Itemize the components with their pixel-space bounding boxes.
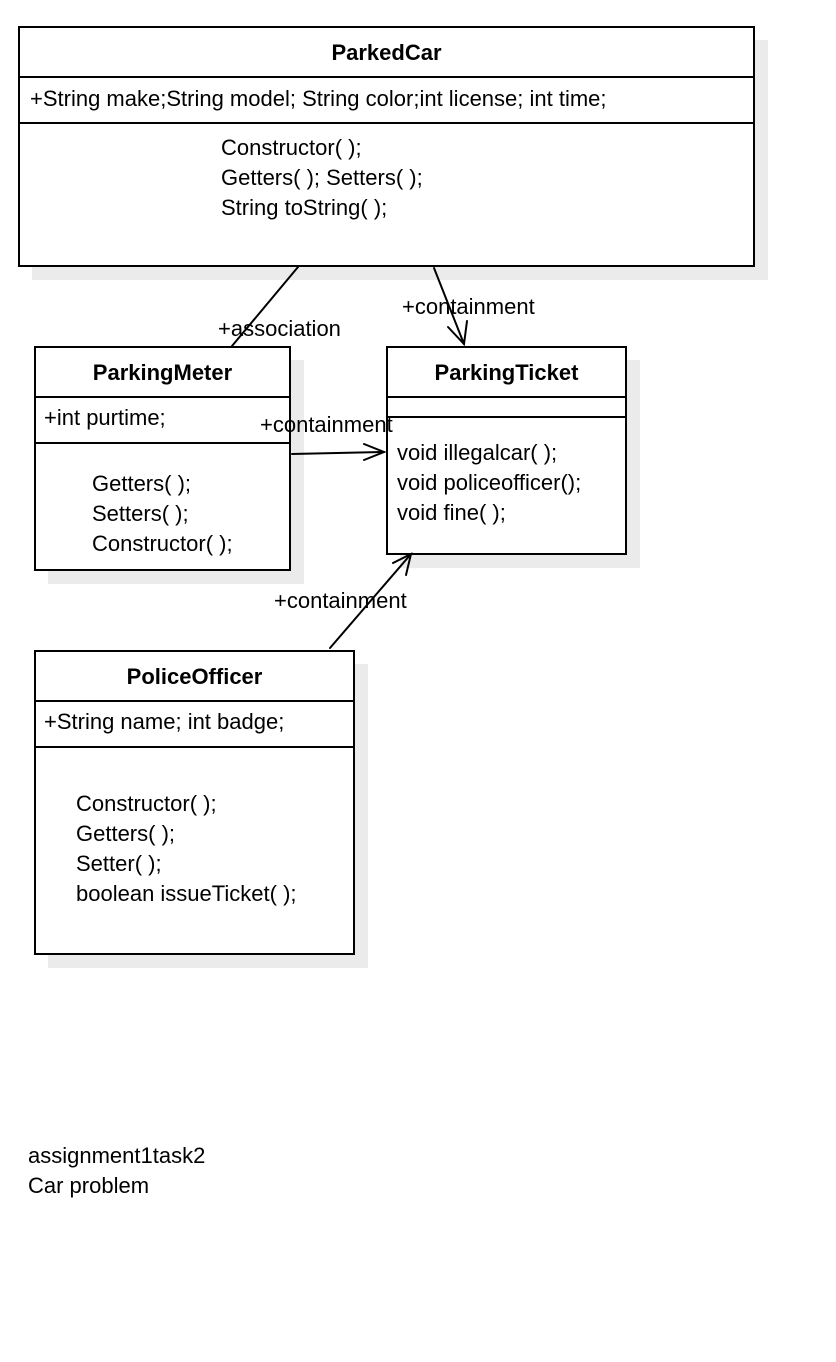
parking-ticket-operation: void policeofficer(); xyxy=(397,470,582,495)
parked-car-operation: Constructor( ); xyxy=(221,135,362,160)
police-officer-operation: Constructor( ); xyxy=(76,791,217,816)
police-officer-operation: Getters( ); xyxy=(76,821,176,846)
parked-car-operation: String toString( ); xyxy=(221,195,388,220)
label-car-meter-association: +association xyxy=(218,316,341,341)
containment-line-officer-ticket xyxy=(329,553,412,649)
parking-meter-attributes: +int purtime; xyxy=(44,405,166,430)
police-officer-separator-2 xyxy=(36,746,353,748)
police-officer-name: PoliceOfficer xyxy=(126,664,263,689)
parked-car-separator-1 xyxy=(20,76,753,78)
caption-line-2: Car problem xyxy=(28,1173,150,1198)
parking-ticket-operation: void fine( ); xyxy=(397,500,506,525)
police-officer-attributes: +String name; int badge; xyxy=(44,709,285,734)
parking-ticket-name: ParkingTicket xyxy=(434,360,579,385)
parked-car-attributes: +String make;String model; String color;… xyxy=(30,86,607,111)
parked-car-name: ParkedCar xyxy=(331,40,442,65)
label-car-ticket-containment: +containment xyxy=(402,294,535,319)
parked-car-separator-2 xyxy=(20,122,753,124)
class-parked-car[interactable]: ParkedCar +String make;String model; Str… xyxy=(18,26,755,267)
arrowhead-meter-ticket xyxy=(363,443,387,461)
parking-meter-operation: Getters( ); xyxy=(92,471,192,496)
label-meter-ticket-containment: +containment xyxy=(260,412,393,437)
parking-meter-separator-1 xyxy=(36,396,289,398)
police-officer-separator-1 xyxy=(36,700,353,702)
containment-line-car-ticket xyxy=(433,267,465,345)
parking-meter-separator-2 xyxy=(36,442,289,444)
police-officer-operation: Setter( ); xyxy=(76,851,162,876)
diagram-caption: assignment1task2 Car problem xyxy=(28,1141,205,1201)
containment-line-meter-ticket xyxy=(291,451,385,455)
parking-meter-operation: Constructor( ); xyxy=(92,531,233,556)
parking-ticket-operation: void illegalcar( ); xyxy=(397,440,558,465)
association-line-car-meter xyxy=(231,266,299,347)
parking-ticket-separator-2 xyxy=(388,416,625,418)
class-parking-meter[interactable]: ParkingMeter +int purtime; Getters( ); S… xyxy=(34,346,291,571)
parked-car-operation: Getters( ); Setters( ); xyxy=(221,165,423,190)
caption-line-1: assignment1task2 xyxy=(28,1143,206,1168)
parking-meter-name: ParkingMeter xyxy=(92,360,233,385)
parking-meter-operation: Setters( ); xyxy=(92,501,189,526)
police-officer-operation: boolean issueTicket( ); xyxy=(76,881,297,906)
label-officer-ticket-containment: +containment xyxy=(274,588,407,613)
arrowhead-officer-ticket xyxy=(392,552,413,576)
parking-ticket-separator-1 xyxy=(388,396,625,398)
class-parking-ticket[interactable]: ParkingTicket void illegalcar( ); void p… xyxy=(386,346,627,555)
arrowhead-car-ticket xyxy=(447,320,468,347)
class-police-officer[interactable]: PoliceOfficer +String name; int badge; C… xyxy=(34,650,355,955)
